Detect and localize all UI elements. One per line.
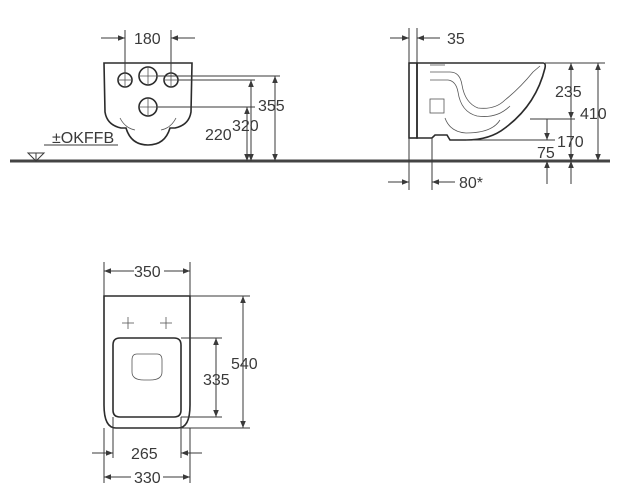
top-body-outline: [103, 295, 191, 429]
side-bowl-outline: [416, 62, 547, 141]
front-bolt-hole-center: [138, 66, 158, 86]
dim-170-label: 170: [557, 134, 584, 151]
dim-265-label: 265: [131, 446, 158, 463]
front-inner-curve-right: [160, 117, 177, 131]
floor-level-label: ±OKFFB: [52, 130, 114, 147]
front-body-outline: [103, 62, 193, 146]
dim-330-label: 330: [134, 470, 161, 487]
dim-180-label: 180: [134, 31, 161, 48]
side-wall-plate: [408, 62, 418, 139]
dim-350-label: 350: [134, 264, 161, 281]
front-bolt-hole-right: [163, 72, 179, 88]
front-outlet-hole: [138, 97, 158, 117]
side-trap-inner-2: [430, 79, 511, 117]
floor-level-marker: ±OKFFB: [26, 130, 118, 162]
top-drain-opening: [131, 353, 163, 381]
top-bowl-opening: [112, 337, 182, 418]
dim-320-label: 320: [232, 118, 259, 135]
front-view: 180 220 320 355 ±OKFFB: [26, 30, 285, 162]
dim-80-label: 80*: [459, 175, 483, 192]
dim-335-label: 335: [203, 372, 230, 389]
top-view: 350 540 335 265 330: [92, 262, 258, 487]
front-inner-curve-left: [119, 117, 136, 131]
dim-540-label: 540: [231, 356, 258, 373]
dim-355-label: 355: [258, 98, 285, 115]
side-view: 35 235 410 170 75 80*: [388, 28, 607, 192]
dim-220-label: 220: [205, 127, 232, 144]
dim-235-label: 235: [555, 84, 582, 101]
top-bolt-mark-left: [122, 317, 134, 329]
top-bolt-mark-right: [160, 317, 172, 329]
dim-410-label: 410: [580, 106, 607, 123]
side-bowl-bottom: [444, 117, 501, 134]
front-bolt-hole-left: [117, 72, 133, 88]
dim-35-label: 35: [447, 31, 465, 48]
side-trap-inner: [430, 65, 541, 109]
dim-75-label: 75: [537, 145, 555, 162]
side-outlet-port: [429, 98, 445, 114]
